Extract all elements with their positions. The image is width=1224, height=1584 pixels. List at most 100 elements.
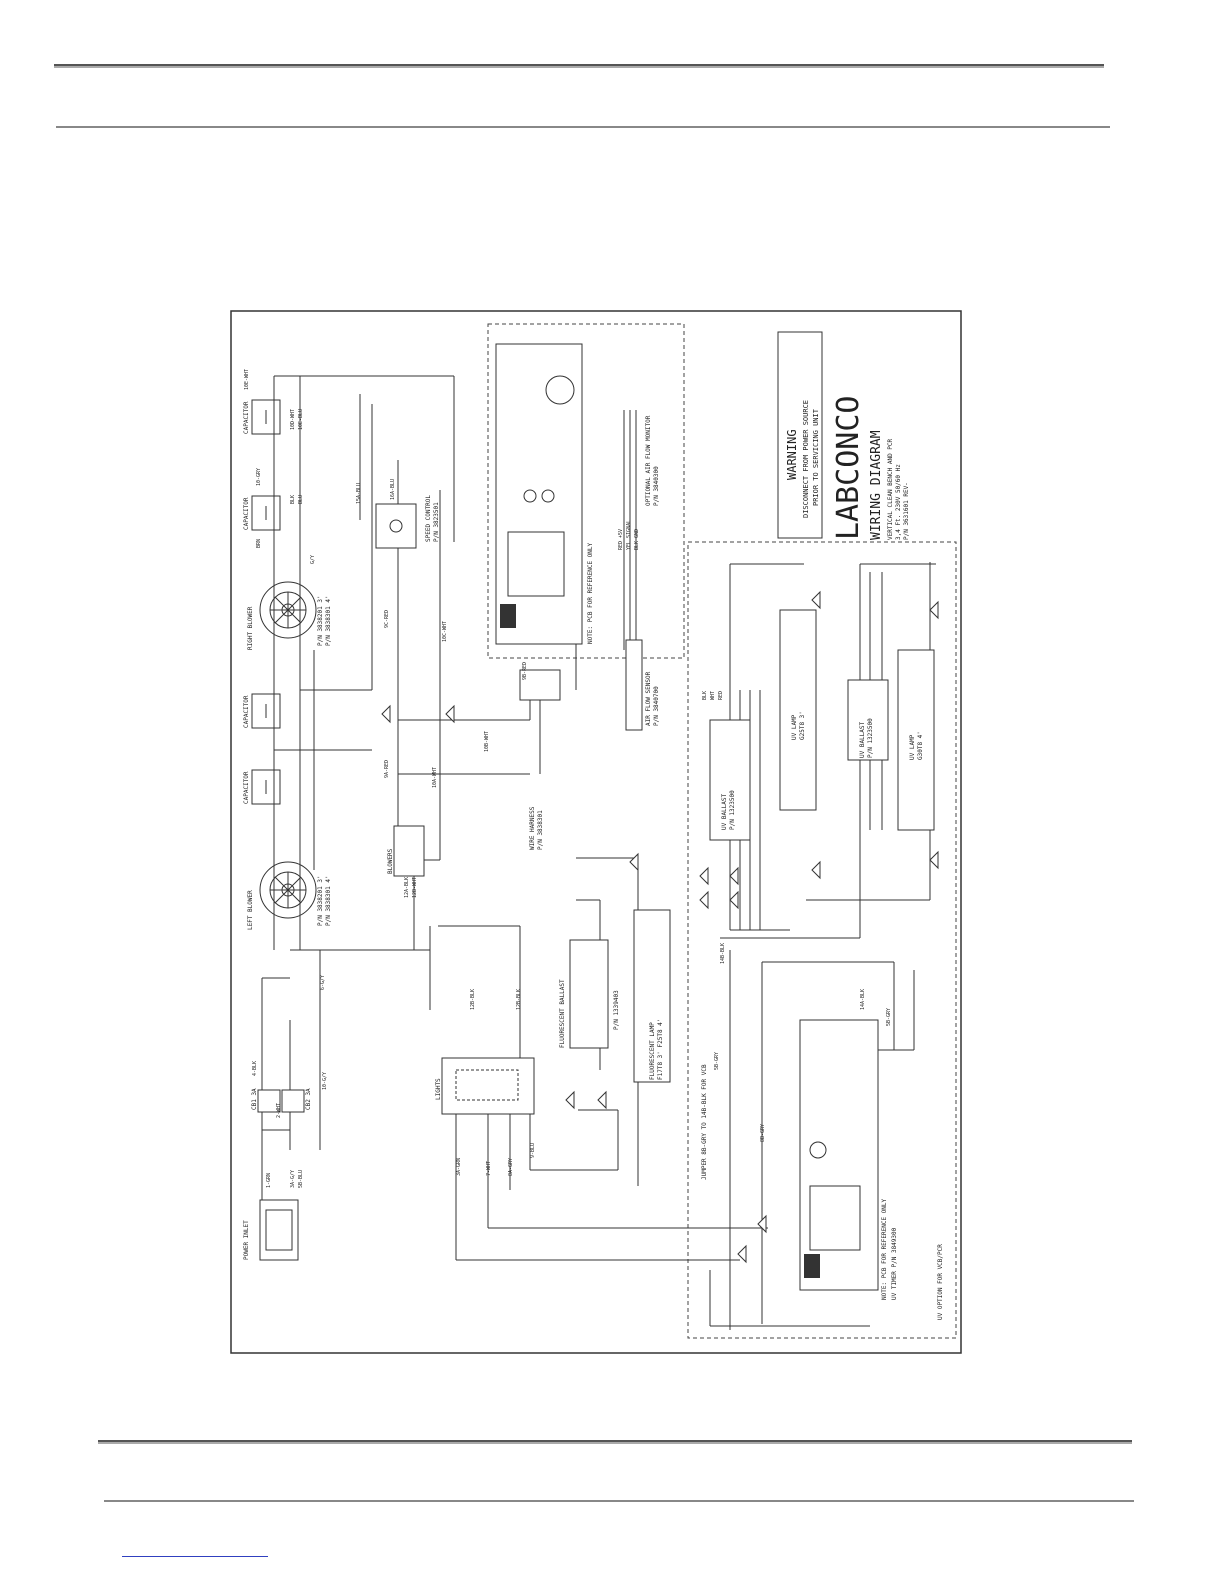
diagram-border	[230, 310, 962, 1354]
wire-label-11: 10-G/Y	[322, 1072, 328, 1090]
air-flow-sensor-pn: P/N 3840700	[653, 686, 660, 726]
uv-timer-pcb	[799, 1019, 879, 1291]
wire-label-6: 6-G/Y	[320, 975, 326, 990]
blowers-label: BLOWERS	[387, 848, 394, 874]
capacitor-symbols	[251, 399, 281, 805]
wire-label-37: BLU	[298, 495, 304, 504]
air-flow-sensor-label: AIR FLOW SENSOR	[645, 671, 652, 726]
wire-label-30: 10C-WHT	[442, 621, 448, 642]
power-inlet-socket	[265, 1209, 293, 1251]
air-flow-monitor-pn: P/N 3840300	[653, 466, 660, 506]
lights-switch-inner	[455, 1069, 519, 1101]
wire-label-35: BRN	[256, 539, 262, 548]
connector-arrows	[381, 590, 939, 1264]
wire-label-14: 12A-BLK	[404, 877, 410, 898]
uv-timer-label: UV TIMER P/N 3849300	[891, 1227, 898, 1300]
wire-label-28: 10A-WHT	[432, 767, 438, 788]
pcb-note-label: NOTE: PCB FOR REFERENCE ONLY	[587, 542, 594, 644]
left-blower-pn-1: P/N 3838201 3'	[317, 875, 324, 926]
wire-label-36: BLK	[290, 495, 296, 504]
wire-label-19b: 5B-GRY	[714, 1052, 720, 1070]
speed-control-label: SPEED CONTROL	[425, 495, 432, 542]
wire-label-40: 10E-BLU	[298, 409, 304, 430]
jumper-note: JUMPER 8B-GRY TO 14B-BLK FOR VCB	[701, 1064, 708, 1180]
wire-label-10: 3A-GRN	[456, 1158, 462, 1176]
fluorescent-ballast-label: FLUORESCENT BALLAST	[559, 979, 566, 1048]
footer-link-underline[interactable]	[122, 1556, 268, 1557]
subtitle-line-1: VERTICAL CLEAN BENCH AND PCR	[887, 438, 894, 540]
right-blower-label: RIGHT BLOWER	[247, 606, 254, 650]
title-block: LABCONCO WIRING DIAGRAM VERTICAL CLEAN B…	[831, 396, 910, 541]
footer-rule-bottom	[104, 1500, 1134, 1502]
uv-lamp-2-label: UV LAMP	[909, 734, 916, 760]
pcb-circle-1	[545, 375, 575, 405]
uv-lamp-2-tube	[897, 649, 935, 831]
wire-harness-label: WIRE HARNESS	[529, 806, 536, 850]
capacitor-label-4: CAPACITOR	[243, 771, 250, 804]
uv-timer-note: NOTE: PCB FOR REFERENCE ONLY	[881, 1198, 888, 1300]
diagram-title: WIRING DIAGRAM	[869, 430, 884, 540]
air-flow-monitor-label: OPTIONAL AIR FLOW MONITOR	[645, 415, 652, 506]
wire-label-26: 9C-RED	[384, 610, 390, 628]
wire-label-43: BLK	[702, 691, 708, 700]
fluorescent-ballast-box	[569, 939, 609, 1049]
warning-heading: WARNING	[785, 429, 799, 480]
cb1-label: CB1 3A	[251, 1088, 258, 1110]
right-blower-pn-1: P/N 3838201 3'	[317, 595, 324, 646]
cb2-breaker	[281, 1089, 305, 1113]
wire-label-13: 12B-BLK	[516, 989, 522, 1010]
speed-control-box	[375, 503, 417, 549]
uv-timer-chip	[804, 1254, 820, 1278]
wire-label-34: G/Y	[310, 555, 316, 564]
wire-label-4: 4-BLK	[252, 1061, 258, 1076]
pcb-circle-3	[523, 489, 537, 503]
right-blower-pn-2: P/N 3838301 4'	[325, 595, 332, 646]
uv-option-region	[687, 541, 957, 1339]
wire-label-25: 9B-RED	[522, 662, 528, 680]
wire-label-2: 2-WHT	[276, 1103, 282, 1118]
wire-label-42: 15A-BLU	[356, 483, 362, 504]
cb2-label: CB2 3A	[305, 1088, 312, 1110]
header-rule-bottom	[56, 126, 1110, 128]
warning-line-2: PRIOR TO SERVICING UNIT	[812, 408, 820, 506]
capacitor-label-2: CAPACITOR	[243, 497, 250, 530]
uv-lamp-1-tube	[779, 609, 817, 811]
wire-label-24: 16A-BLU	[390, 479, 396, 500]
wire-label-45: RED	[718, 691, 724, 700]
wiring-diagram-svg: LABCONCO WIRING DIAGRAM VERTICAL CLEAN B…	[230, 310, 962, 1354]
lights-switch-box	[441, 1057, 535, 1115]
warning-line-1: DISCONNECT FROM POWER SOURCE	[802, 400, 810, 518]
uv-option-label: UV OPTION FOR VCB/PCR	[937, 1244, 944, 1320]
fluorescent-lamp-sizes: F17T8 3' F25T8 4'	[657, 1019, 664, 1080]
uv-lamp-1-size: G25T8 3'	[799, 711, 806, 740]
uv-ballast-2-pn: P/N 1323500	[867, 718, 874, 758]
pcb-circle-2	[541, 489, 555, 503]
air-flow-monitor-pcb	[495, 343, 583, 645]
wire-label-41: 10E-WHT	[244, 369, 250, 390]
pcb-chip	[500, 604, 516, 628]
capacitor-label-3: CAPACITOR	[243, 695, 250, 728]
uv-ballast-1-label: UV BALLAST	[721, 793, 728, 830]
uv-ballast-2-box	[847, 679, 889, 761]
speed-control-pn: P/N 3823501	[433, 502, 440, 542]
wire-label-1: 1-GRN	[266, 1173, 272, 1188]
uv-ballast-2-label: UV BALLAST	[859, 721, 866, 758]
left-blower-pn-2: P/N 3838301 4'	[325, 875, 332, 926]
wire-label-27: 9A-RED	[384, 760, 390, 778]
capacitor-label-1: CAPACITOR	[243, 401, 250, 434]
wire-label-44: WHT	[710, 691, 716, 700]
uv-timer-display	[809, 1185, 861, 1251]
wire-label-8: 8A-GRY	[508, 1158, 514, 1176]
wire-harness-pn: P/N 3838301	[537, 810, 544, 850]
wire-label-21: 14A-BLK	[860, 989, 866, 1010]
wire-label-38: 10-GRY	[256, 468, 262, 486]
uv-ballast-1-pn: P/N 1323500	[729, 790, 736, 830]
cb1-breaker	[257, 1089, 281, 1113]
footer-rule-top	[98, 1440, 1132, 1444]
wiring-diagram: LABCONCO WIRING DIAGRAM VERTICAL CLEAN B…	[230, 310, 962, 1354]
uv-lamp-1-label: UV LAMP	[791, 714, 798, 740]
wire-label-7: 7-WHT	[486, 1161, 492, 1176]
wire-label-5: 5B-BLU	[298, 1170, 304, 1188]
subtitle-line-2: 3,4 Ft. 230V 50/60 Hz	[895, 464, 902, 540]
speed-control-knob	[389, 519, 403, 533]
